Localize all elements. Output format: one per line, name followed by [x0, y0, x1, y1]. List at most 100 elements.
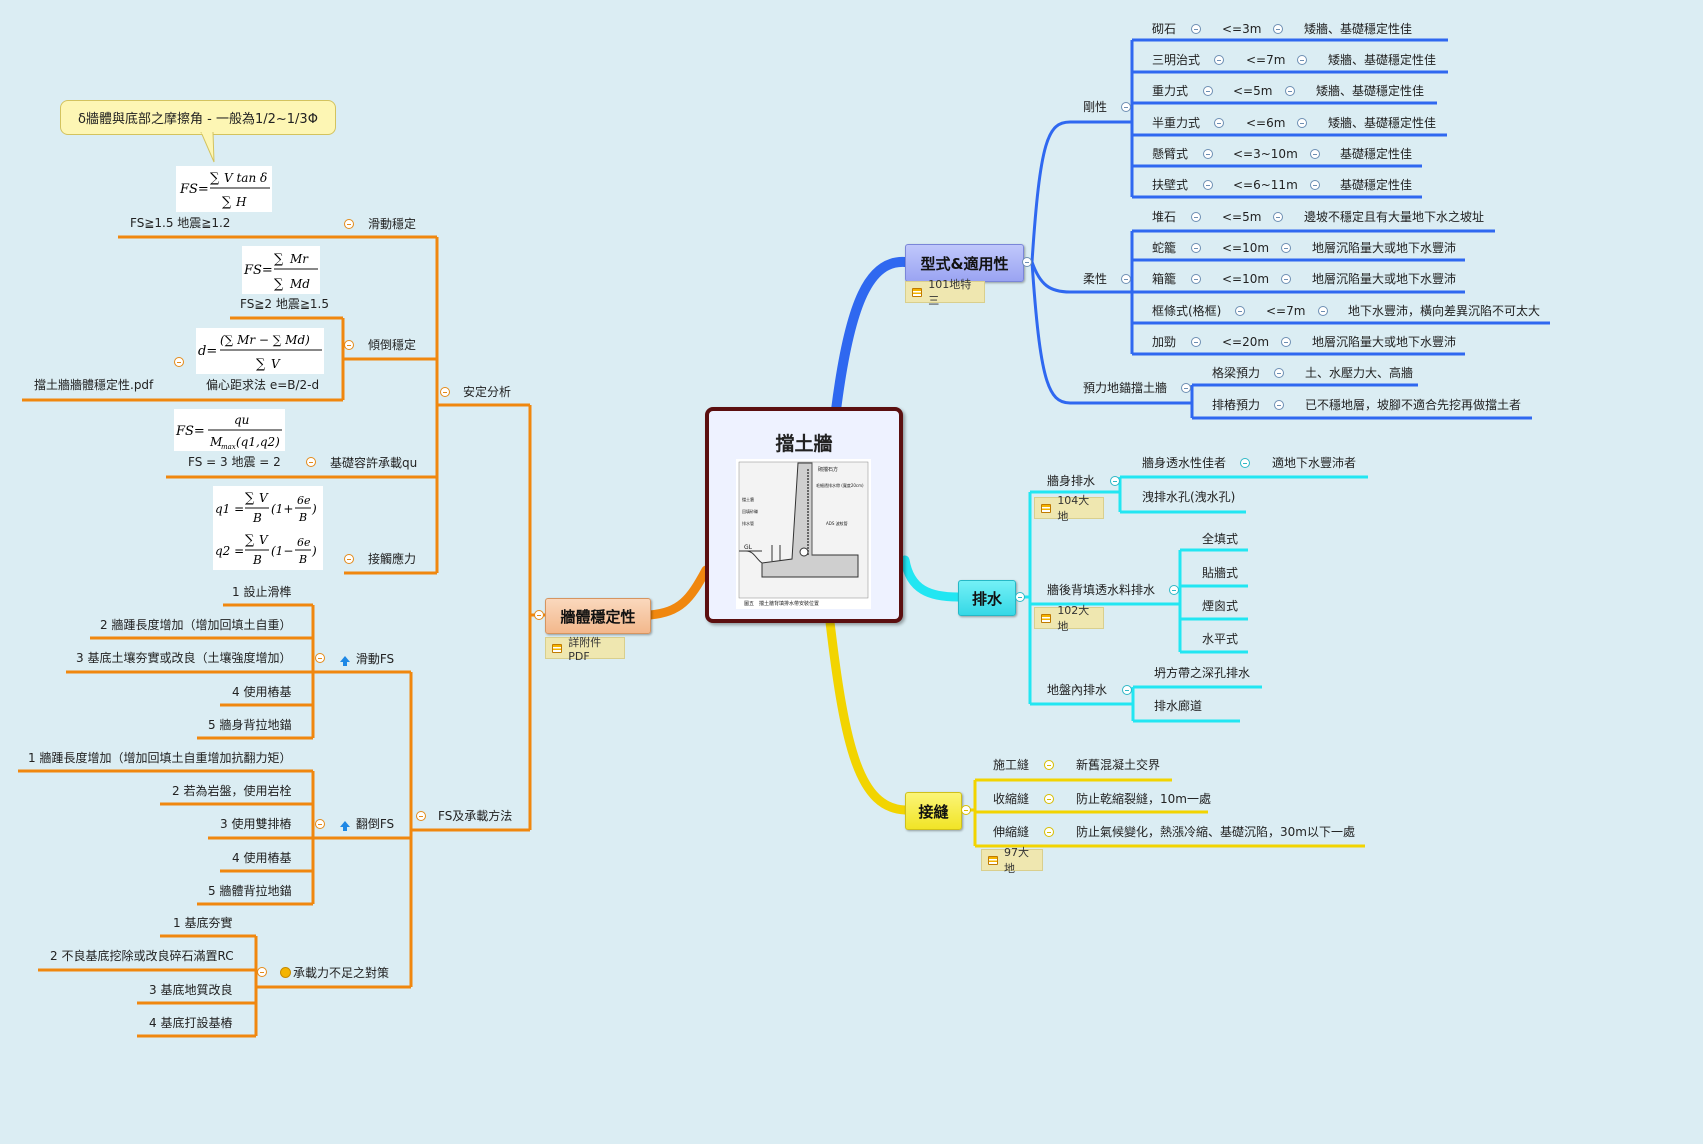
collapse-toggle[interactable]: [1044, 794, 1054, 804]
bearing-criterion[interactable]: FS = 3 地震 = 2: [188, 455, 281, 469]
rigid-item-name[interactable]: 三明治式: [1152, 53, 1201, 67]
bearing-measures-label[interactable]: 承載力不足之對策: [280, 966, 389, 980]
collapse-toggle-flexible[interactable]: [1121, 274, 1131, 284]
collapse-toggle-type[interactable]: [1022, 257, 1032, 267]
collapse-toggle[interactable]: [1235, 306, 1245, 316]
flexible-item-height[interactable]: <=5m: [1222, 210, 1262, 224]
ground-drain-item[interactable]: 排水廊道: [1154, 699, 1203, 713]
backfill-item[interactable]: 煙囪式: [1202, 599, 1239, 613]
collapse-toggle[interactable]: [1274, 368, 1284, 378]
ground-drain-item[interactable]: 坍方帶之深孔排水: [1154, 666, 1251, 680]
rigid-item-note[interactable]: 基礎穩定性佳: [1340, 178, 1413, 192]
rigid-item-note[interactable]: 矮牆、基礎穩定性佳: [1328, 53, 1437, 67]
flexible-item-note[interactable]: 地層沉陷量大或地下水豐沛: [1312, 241, 1457, 255]
rigid-item-note[interactable]: 矮牆、基礎穩定性佳: [1328, 116, 1437, 130]
collapse-toggle[interactable]: [1203, 180, 1213, 190]
flexible-item-name[interactable]: 蛇籠: [1152, 241, 1177, 255]
rigid-item-height[interactable]: <=5m: [1233, 84, 1273, 98]
collapse-toggle-backfill[interactable]: [1169, 585, 1179, 595]
slide-fs-item[interactable]: 3 基底土壤夯實或改良（土壤強度增加）: [76, 651, 292, 665]
flexible-item-name[interactable]: 框條式(格框): [1152, 304, 1222, 318]
slide-fs-item[interactable]: 4 使用樁基: [232, 685, 292, 699]
collapse-toggle-slide[interactable]: [315, 653, 325, 663]
collapse-toggle[interactable]: [1214, 118, 1224, 128]
collapse-toggle-ground[interactable]: [1122, 685, 1132, 695]
collapse-toggle-overturn[interactable]: [315, 819, 325, 829]
overturn-fs-label[interactable]: 翻倒FS: [340, 817, 394, 831]
bearing-capacity-label[interactable]: 基礎容許承載qu: [330, 456, 418, 470]
bearing-measure-item[interactable]: 4 基底打設基樁: [149, 1016, 233, 1030]
backfill-drain-label[interactable]: 牆後背填透水料排水: [1047, 583, 1156, 597]
rigid-item-note[interactable]: 基礎穩定性佳: [1340, 147, 1413, 161]
collapse-toggle-wall-drain[interactable]: [1110, 476, 1120, 486]
overturn-fs-item[interactable]: 1 牆踵長度增加（增加回填土自重增加抗翻力矩）: [28, 751, 292, 765]
collapse-toggle[interactable]: [1191, 243, 1201, 253]
slide-fs-item[interactable]: 5 牆身背拉地錨: [208, 718, 292, 732]
joint-name[interactable]: 伸縮縫: [993, 825, 1030, 839]
rigid-item-note[interactable]: 矮牆、基礎穩定性佳: [1316, 84, 1425, 98]
flexible-item-height[interactable]: <=10m: [1222, 272, 1270, 286]
collapse-toggle[interactable]: [1297, 118, 1307, 128]
analysis-label[interactable]: 安定分析: [463, 385, 512, 399]
collapse-toggle[interactable]: [1281, 243, 1291, 253]
collapse-toggle[interactable]: [1203, 149, 1213, 159]
collapse-toggle[interactable]: [1310, 149, 1320, 159]
wall-drain-child[interactable]: 牆身透水性佳者: [1142, 456, 1227, 470]
attachment-pdf-link[interactable]: 擋土牆牆體穩定性.pdf: [34, 378, 154, 392]
overturn-fs-item[interactable]: 2 若為岩盤，使用岩栓: [172, 784, 292, 798]
joint-name[interactable]: 施工縫: [993, 758, 1030, 772]
rigid-item-name[interactable]: 砌石: [1152, 22, 1177, 36]
backfill-item[interactable]: 水平式: [1202, 632, 1239, 646]
slide-fs-item[interactable]: 2 牆踵長度增加（增加回填土自重）: [100, 618, 292, 632]
rigid-item-name[interactable]: 重力式: [1152, 84, 1189, 98]
anchor-item-note[interactable]: 已不穩地層，坡腳不適合先挖再做擋土者: [1305, 398, 1522, 412]
ground-drain-label[interactable]: 地盤內排水: [1047, 683, 1108, 697]
flexible-item-note[interactable]: 邊坡不穩定且有大量地下水之坡址: [1304, 210, 1485, 224]
bearing-measure-item[interactable]: 2 不良基底挖除或改良碎石滿置RC: [50, 949, 234, 963]
collapse-toggle[interactable]: [344, 554, 354, 564]
topic-drain[interactable]: 排水: [958, 580, 1016, 616]
wall-drain-label[interactable]: 牆身排水: [1047, 474, 1096, 488]
overturn-criterion[interactable]: FS≧2 地震≧1.5: [240, 297, 329, 311]
rigid-item-height[interactable]: <=7m: [1246, 53, 1286, 67]
joint-name[interactable]: 收縮縫: [993, 792, 1030, 806]
rigid-item-name[interactable]: 扶壁式: [1152, 178, 1189, 192]
anchor-item-name[interactable]: 格梁預力: [1212, 366, 1261, 380]
flexible-item-note[interactable]: 地層沉陷量大或地下水豐沛: [1312, 272, 1457, 286]
collapse-toggle[interactable]: [1318, 306, 1328, 316]
collapse-toggle[interactable]: [1044, 760, 1054, 770]
topic-joint[interactable]: 接縫: [905, 792, 962, 830]
overturn-fs-item[interactable]: 3 使用雙排樁: [220, 817, 292, 831]
central-topic[interactable]: 擋土牆 GL 砌擋石方 毛細透排水帶 (寬度20cm) ADS 波紋管 擋土牆 …: [705, 407, 903, 623]
collapse-toggle[interactable]: [1274, 400, 1284, 410]
collapse-toggle[interactable]: [344, 219, 354, 229]
backfill-item[interactable]: 貼牆式: [1202, 566, 1239, 580]
rigid-item-height[interactable]: <=3m: [1222, 22, 1262, 36]
flexible-item-note[interactable]: 地下水豐沛，橫向差異沉陷不可太大: [1348, 304, 1541, 318]
flexible-item-height[interactable]: <=20m: [1222, 335, 1270, 349]
joint-desc[interactable]: 新舊混凝土交界: [1076, 758, 1161, 772]
flexible-item-height[interactable]: <=7m: [1266, 304, 1306, 318]
collapse-toggle-stability[interactable]: [534, 610, 544, 620]
collapse-toggle-bearing[interactable]: [257, 967, 267, 977]
collapse-toggle[interactable]: [1044, 827, 1054, 837]
collapse-toggle-joint[interactable]: [961, 805, 971, 815]
flexible-item-name[interactable]: 箱籠: [1152, 272, 1177, 286]
slide-fs-label[interactable]: 滑動FS: [340, 652, 394, 666]
rigid-item-height[interactable]: <=6~11m: [1233, 178, 1298, 192]
backfill-item[interactable]: 全填式: [1202, 532, 1239, 546]
rigid-item-name[interactable]: 半重力式: [1152, 116, 1201, 130]
topic-stability[interactable]: 牆體穩定性: [545, 598, 651, 634]
collapse-toggle-drain[interactable]: [1015, 592, 1025, 602]
collapse-toggle-anchor[interactable]: [1181, 383, 1191, 393]
collapse-toggle[interactable]: [174, 357, 184, 367]
rigid-item-height[interactable]: <=3~10m: [1233, 147, 1298, 161]
bearing-measure-item[interactable]: 1 基底夯實: [173, 916, 233, 930]
collapse-toggle[interactable]: [1310, 180, 1320, 190]
collapse-toggle[interactable]: [1273, 24, 1283, 34]
bearing-measure-item[interactable]: 3 基底地質改良: [149, 983, 233, 997]
collapse-toggle[interactable]: [1285, 86, 1295, 96]
contact-stress-label[interactable]: 接觸應力: [368, 552, 417, 566]
collapse-toggle-analysis[interactable]: [440, 387, 450, 397]
anchor-item-name[interactable]: 排樁預力: [1212, 398, 1261, 412]
